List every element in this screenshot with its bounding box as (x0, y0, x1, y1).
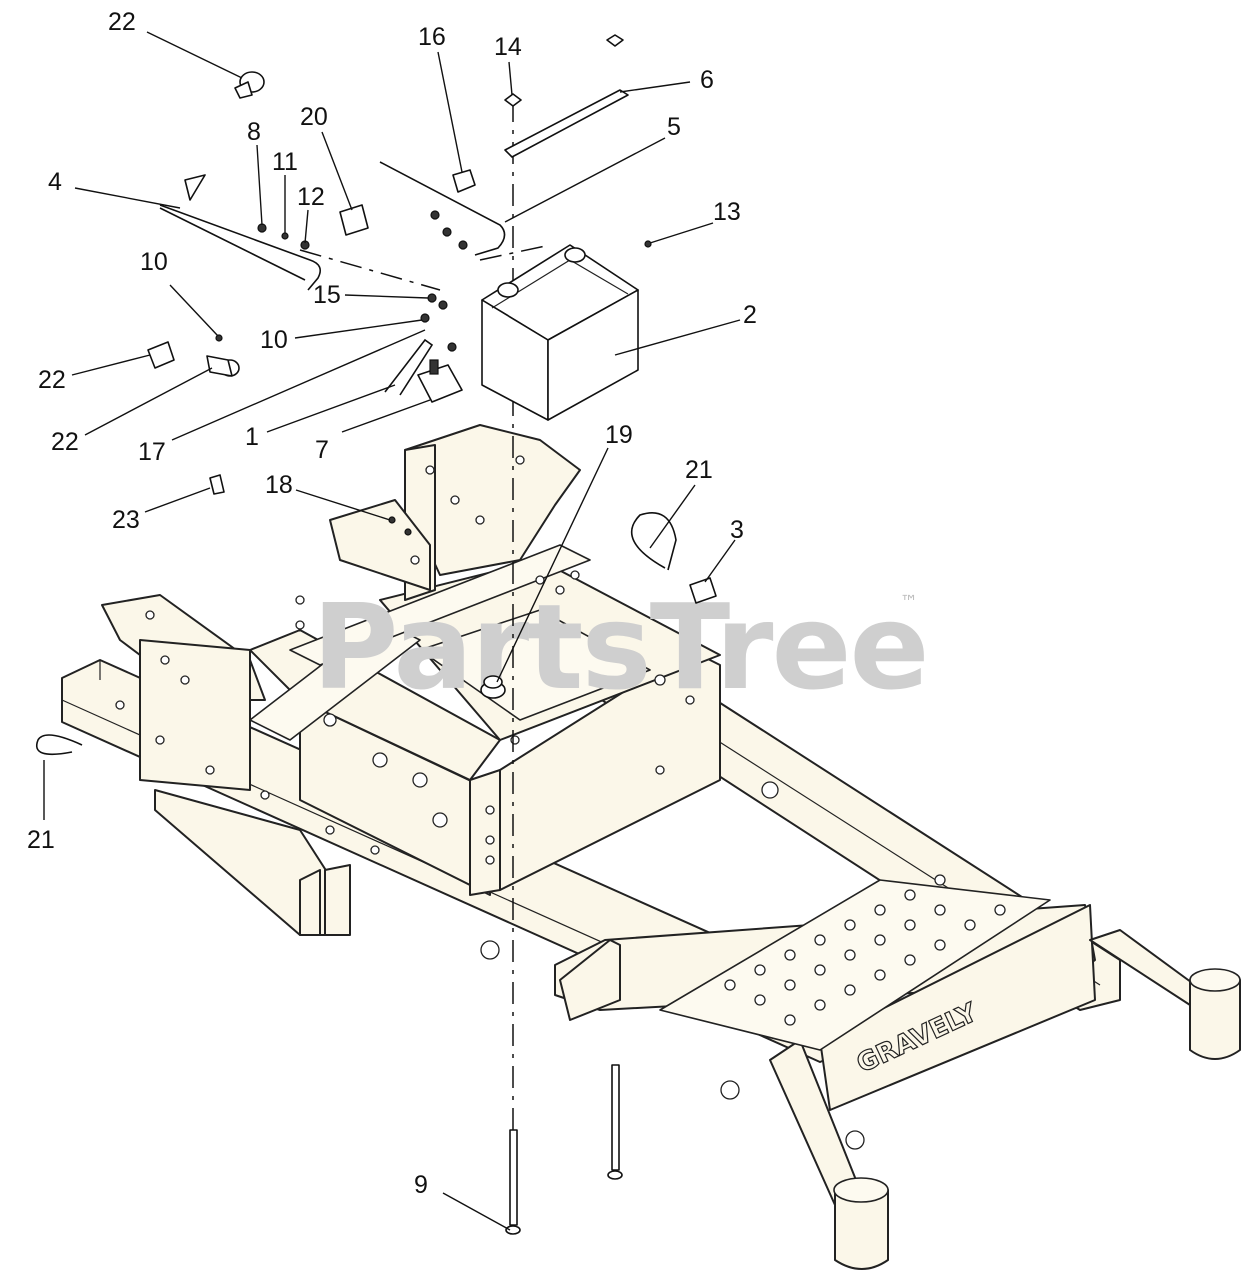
callout-15: 15 (313, 281, 341, 309)
callout-22-second: 22 (38, 366, 66, 394)
fitting (209, 474, 225, 495)
callout-10: 10 (140, 248, 168, 276)
callout-19: 19 (605, 421, 633, 449)
callout-22: 22 (108, 8, 136, 36)
callout-1: 1 (245, 423, 259, 451)
cable-tie-left (35, 734, 83, 756)
callout-9: 9 (414, 1171, 428, 1199)
callout-14: 14 (494, 33, 522, 61)
solenoid (417, 359, 463, 403)
callout-2: 2 (743, 301, 757, 329)
callout-17: 17 (138, 438, 166, 466)
callout-21-second: 21 (27, 826, 55, 854)
callout-20: 20 (300, 103, 328, 131)
callout-12: 12 (297, 183, 325, 211)
trademark-symbol: ™ (900, 592, 918, 613)
hold-down-bar (504, 89, 629, 158)
castor-cup-right (1189, 968, 1241, 1060)
callout-7: 7 (315, 436, 329, 464)
grommet (480, 675, 506, 699)
cable-clip (452, 169, 476, 193)
castor-cup-left (833, 1177, 889, 1270)
callouts: 22 16 14 6 5 20 8 11 12 4 13 10 15 10 2 … (27, 8, 757, 1199)
callout-13: 13 (713, 198, 741, 226)
leader-lines (43, 31, 741, 1231)
callout-18: 18 (265, 471, 293, 499)
callout-5: 5 (667, 113, 681, 141)
long-bolts (505, 1064, 623, 1235)
watermark-text: PartsTree (312, 578, 928, 716)
callout-6: 6 (700, 66, 714, 94)
short-cable (384, 338, 434, 396)
callout-16: 16 (418, 23, 446, 51)
battery (481, 244, 639, 421)
callout-3: 3 (730, 516, 744, 544)
callout-8: 8 (247, 118, 261, 146)
callout-4: 4 (48, 168, 62, 196)
terminal-cover (689, 577, 717, 604)
ground-cable (159, 174, 321, 291)
connector-block (339, 204, 369, 236)
callout-10-second: 10 (260, 326, 288, 354)
battery-cable (379, 161, 506, 256)
callout-11: 11 (272, 148, 298, 176)
wing-nut (504, 34, 624, 107)
watermark: PartsTree ™ (312, 578, 930, 716)
boot-top (234, 71, 265, 99)
callout-23: 23 (112, 506, 140, 534)
callout-21: 21 (685, 456, 713, 484)
cable-tie-right (630, 512, 677, 571)
mower-frame: GRAVELY (61, 424, 1241, 1270)
callout-22-third: 22 (51, 428, 79, 456)
boot-left (147, 341, 240, 377)
